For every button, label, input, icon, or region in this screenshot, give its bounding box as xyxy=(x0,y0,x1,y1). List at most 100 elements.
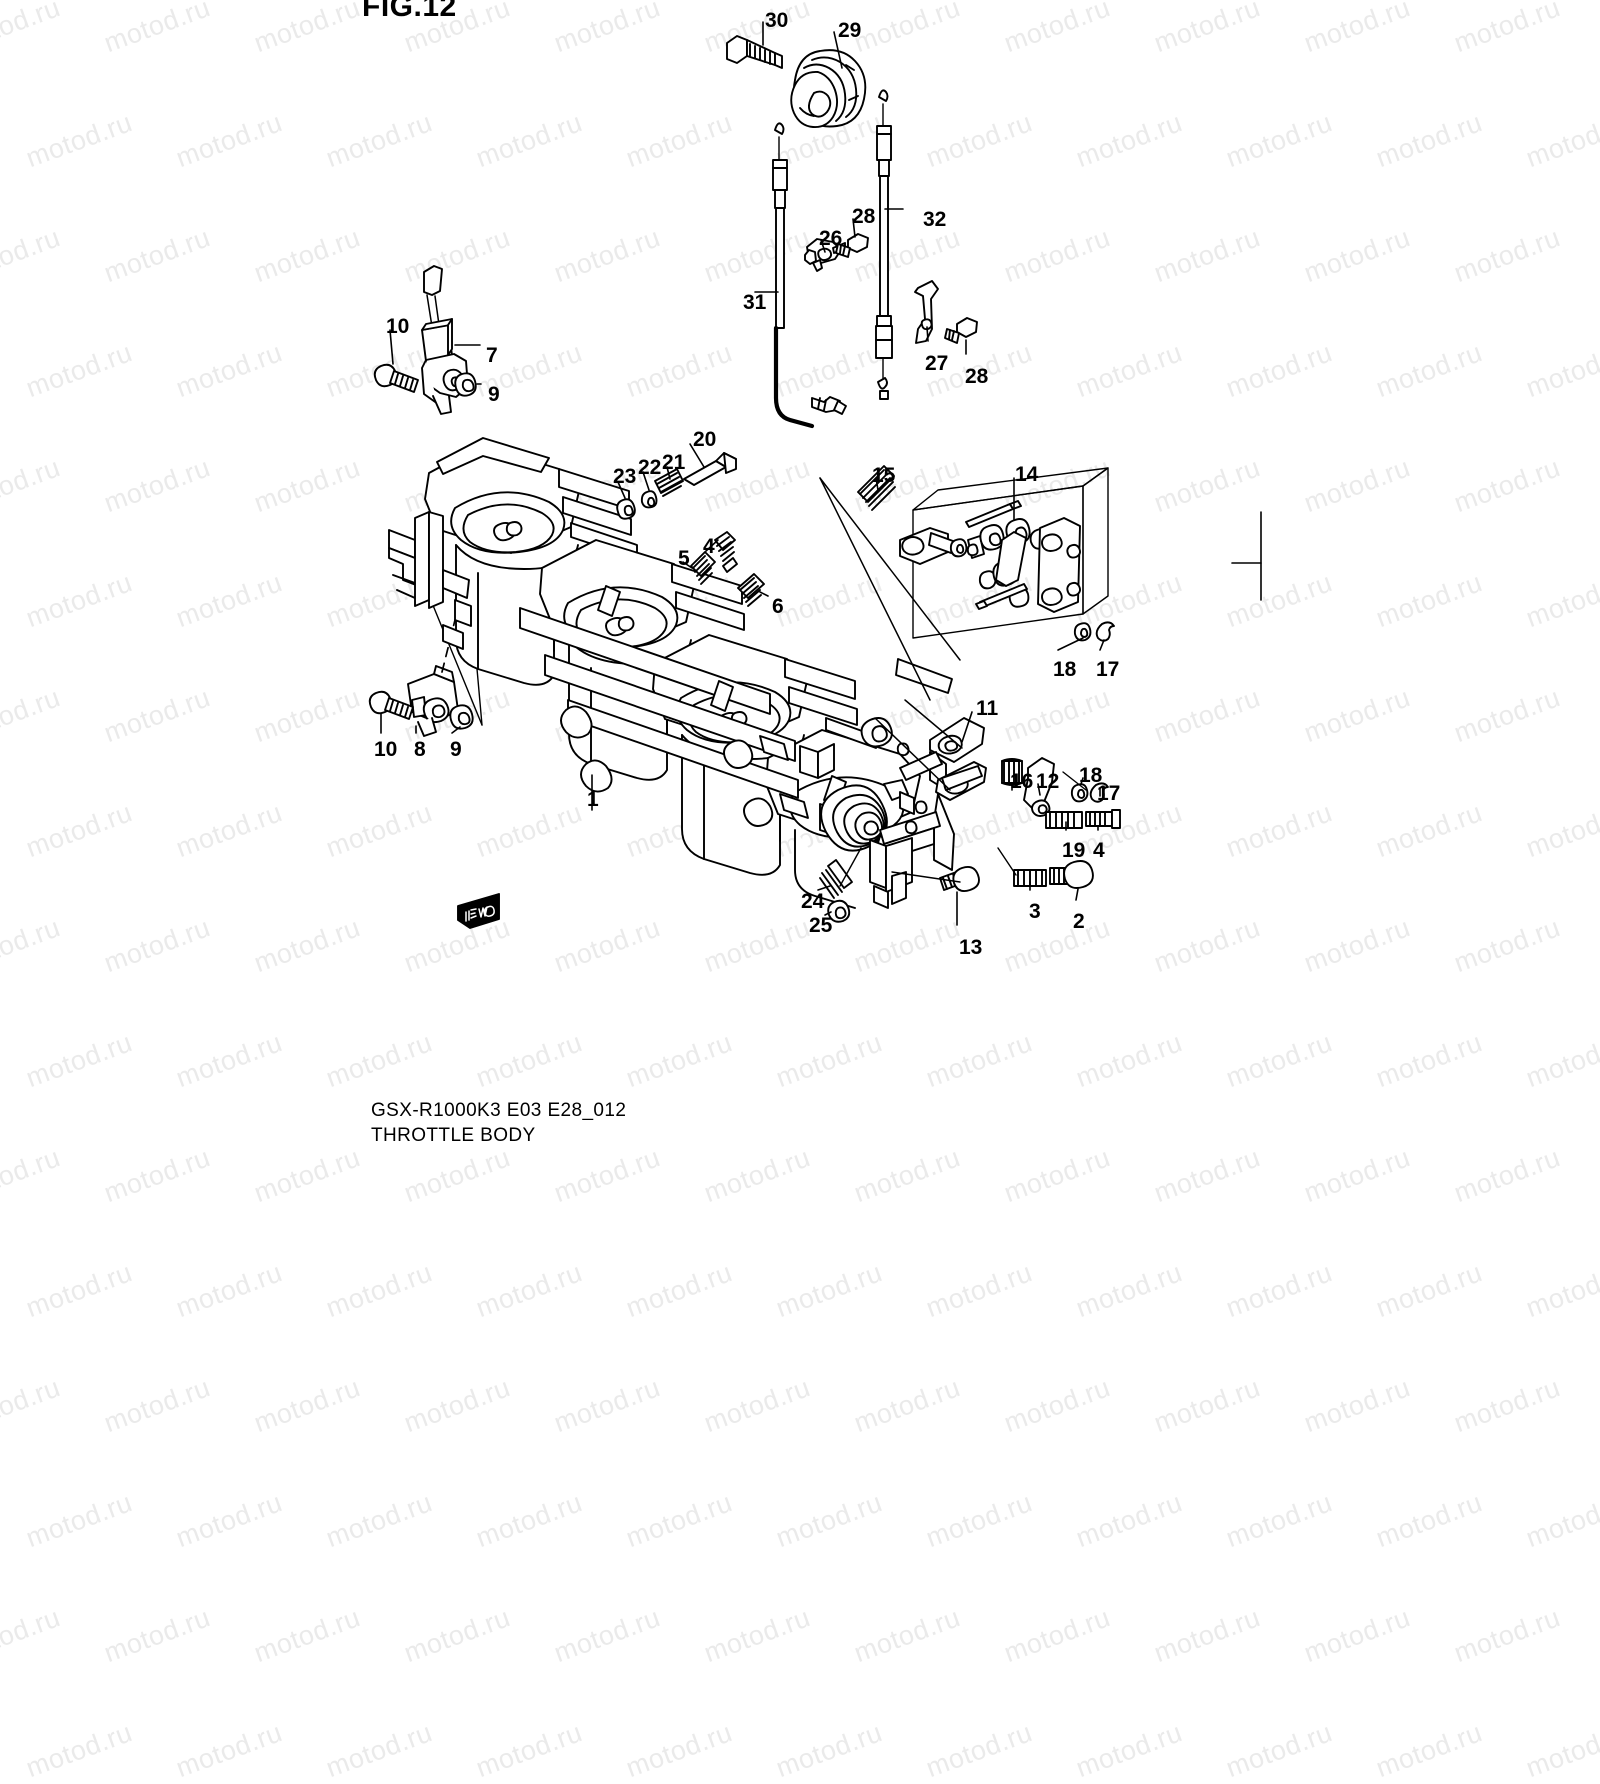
leader-29 xyxy=(833,31,843,69)
watermark-text: motod.ru xyxy=(1222,1717,1337,1784)
leader-21 xyxy=(666,466,671,480)
watermark-text: motod.ru xyxy=(1372,1487,1487,1554)
guide-24 xyxy=(839,847,862,887)
callout-28a: 28 xyxy=(852,205,876,228)
part-28b-screw xyxy=(944,317,978,344)
callout-8: 8 xyxy=(414,738,426,761)
part-14-linkage-set xyxy=(899,467,1109,639)
watermark-text: motod.ru xyxy=(100,1602,215,1669)
watermark-text: motod.ru xyxy=(1372,1257,1487,1324)
callout-11: 11 xyxy=(976,697,999,720)
fwd-marker xyxy=(457,893,500,929)
callout-5: 5 xyxy=(678,547,690,570)
callout-16: 16 xyxy=(1010,770,1034,793)
callout-9b: 9 xyxy=(450,738,462,761)
leader-5 xyxy=(682,561,693,569)
watermark-text: motod.ru xyxy=(850,1372,965,1439)
callout-10b: 10 xyxy=(374,738,398,761)
callout-28b: 28 xyxy=(965,365,989,388)
callout-18a: 18 xyxy=(1053,658,1077,681)
callout-24: 24 xyxy=(801,890,825,913)
part-32-cable xyxy=(875,89,893,400)
leader-11 xyxy=(961,711,973,743)
part-16-spring xyxy=(1001,758,1023,786)
watermark-text: motod.ru xyxy=(772,1717,887,1784)
watermark-text: motod.ru xyxy=(1372,1717,1487,1784)
callout-25: 25 xyxy=(809,914,833,937)
watermark-text: motod.ru xyxy=(400,1602,515,1669)
watermark-text: motod.ru xyxy=(922,1717,1037,1784)
watermark-text: motod.ru xyxy=(172,1717,287,1784)
leader-17a xyxy=(1099,639,1105,651)
callout-19: 19 xyxy=(1062,839,1086,862)
watermark-text: motod.ru xyxy=(1150,1372,1265,1439)
callout-13: 13 xyxy=(959,936,983,959)
guide-15-to-assembly xyxy=(819,477,931,701)
guide-3a xyxy=(997,847,1017,876)
watermark-text: motod.ru xyxy=(1000,1602,1115,1669)
caption-block: GSX-R1000K3 E03 E28_012 THROTTLE BODY xyxy=(371,1098,626,1148)
callout-15: 15 xyxy=(872,464,896,487)
callout-21: 21 xyxy=(662,451,686,474)
guide-18b xyxy=(1062,771,1087,791)
watermark-text: motod.ru xyxy=(322,1487,437,1554)
part-19-spring xyxy=(1045,811,1083,829)
leader-18b xyxy=(1080,777,1084,785)
watermark-text: motod.ru xyxy=(322,1257,437,1324)
part-20-screw xyxy=(683,452,737,486)
part-25-nut xyxy=(827,899,851,923)
callout-32: 32 xyxy=(923,208,947,231)
callout-1: 1 xyxy=(587,788,599,811)
watermark-text: motod.ru xyxy=(22,1487,137,1554)
part-29-knob xyxy=(790,49,867,129)
part-10a-bolt xyxy=(373,363,419,393)
callout-7: 7 xyxy=(486,344,498,367)
leader-26 xyxy=(820,239,826,253)
watermark-text: motod.ru xyxy=(1522,1487,1600,1554)
callout-10a: 10 xyxy=(386,315,410,338)
part-3a-spring xyxy=(1013,869,1047,887)
guide-line-a xyxy=(429,597,483,726)
leader-9b xyxy=(451,726,461,734)
leader-12 xyxy=(1037,783,1041,796)
watermark-text: motod.ru xyxy=(0,1602,65,1669)
leader-20 xyxy=(689,443,705,468)
callout-3a: 3 xyxy=(1029,900,1041,923)
technical-drawing xyxy=(368,21,1262,929)
callout-4b: 4 xyxy=(1093,839,1105,862)
watermark-text: motod.ru xyxy=(700,1372,815,1439)
leader-23 xyxy=(617,481,626,499)
registration-mark xyxy=(1231,511,1262,601)
callout-31: 31 xyxy=(743,291,767,314)
callout-20: 20 xyxy=(693,428,717,451)
part-23-oring xyxy=(616,498,636,520)
watermark-text: motod.ru xyxy=(622,1487,737,1554)
leader-24 xyxy=(817,885,831,891)
part-31-cable xyxy=(772,122,847,429)
part-28a-screw xyxy=(835,233,869,258)
caption-name: THROTTLE BODY xyxy=(371,1125,536,1147)
watermark-text: motod.ru xyxy=(1072,1257,1187,1324)
leader-6 xyxy=(759,591,769,597)
watermark-text: motod.ru xyxy=(772,1487,887,1554)
callout-29: 29 xyxy=(838,19,862,42)
callout-12: 12 xyxy=(1036,770,1060,793)
watermark-text: motod.ru xyxy=(1000,1372,1115,1439)
watermark-text: motod.ru xyxy=(1450,1372,1565,1439)
watermark-text: motod.ru xyxy=(1450,1602,1565,1669)
watermark-text: motod.ru xyxy=(322,1717,437,1784)
watermark-text: motod.ru xyxy=(922,1257,1037,1324)
part-2-bolt xyxy=(1049,860,1094,889)
part-13-bolt xyxy=(939,865,980,893)
guide-11b xyxy=(874,717,951,791)
callout-26: 26 xyxy=(819,227,843,250)
guide-11a xyxy=(904,699,963,749)
callout-9a: 9 xyxy=(488,383,500,406)
watermark-text: motod.ru xyxy=(1072,1717,1187,1784)
watermark-text: motod.ru xyxy=(550,1372,665,1439)
watermark-text: motod.ru xyxy=(1222,1257,1337,1324)
leader-10a xyxy=(389,329,394,365)
callout-17b: 17 xyxy=(1097,782,1121,805)
part-21-spring xyxy=(654,468,684,497)
